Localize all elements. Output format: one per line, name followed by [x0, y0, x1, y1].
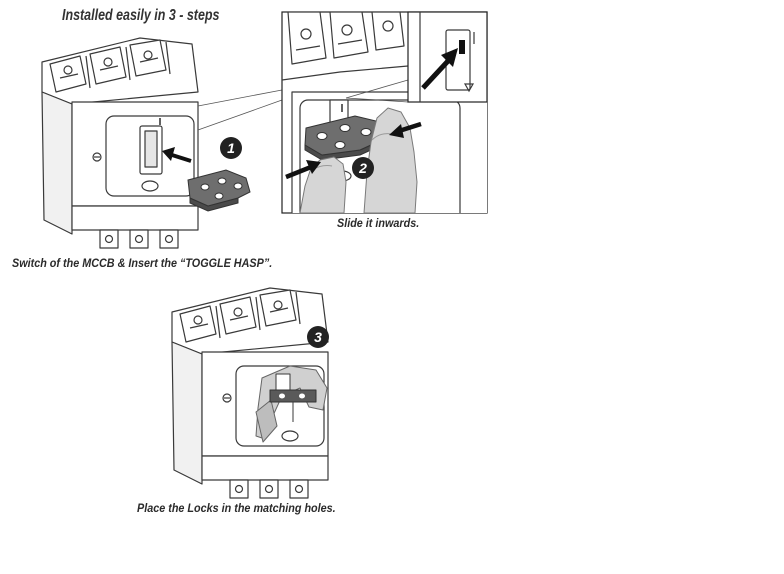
padlock-body [255, 399, 278, 443]
push-left-arrow-icon [389, 121, 422, 138]
mccb-left-side [41, 91, 73, 235]
mccb-base [201, 455, 329, 481]
toggle-inset [407, 11, 488, 103]
step-1-caption: Switch of the MCCB & Insert the “TOGGLE … [12, 256, 273, 270]
step-badge-1: 1 [220, 137, 242, 159]
panel-hasp-plate [304, 115, 383, 161]
push-right-arrow-icon [285, 160, 321, 180]
slide-arrow-icon [421, 48, 458, 90]
mccb-step3-illustration [171, 287, 329, 499]
padlocks-and-hasp [255, 365, 328, 443]
inset-triangle-mark [463, 83, 475, 93]
mccb-base [71, 205, 199, 231]
push-to-trip-button [141, 180, 159, 192]
zoom-lines [197, 89, 283, 131]
hasp-plate [269, 389, 317, 403]
push-to-trip-button [281, 430, 299, 442]
page-title: Installed easily in 3 - steps [62, 7, 220, 24]
mccb-step1-illustration [41, 37, 199, 249]
mccb-left-side [171, 341, 203, 485]
step-2-caption: Slide it inwards. [337, 216, 420, 230]
step-3-caption: Place the Locks in the matching holes. [137, 501, 336, 515]
toggle-grip [144, 130, 158, 168]
right-hand [363, 107, 418, 213]
inset-toggle-lever [459, 40, 465, 54]
svg-text:1: 1 [227, 140, 235, 156]
bottom-terminals [99, 229, 179, 249]
inset-zoom-lines [345, 79, 409, 103]
bottom-terminals [229, 479, 309, 499]
top-terminals [49, 39, 171, 93]
padlock-shackle [255, 365, 328, 439]
top-terminals [179, 289, 301, 343]
insert-arrow-icon [162, 147, 192, 163]
zoom-panel: 2 [281, 11, 488, 214]
step-badge-3: 3 [307, 326, 329, 348]
svg-text:2: 2 [358, 160, 367, 176]
panel-cover-edge [282, 65, 409, 81]
panel-terminals [287, 12, 405, 65]
svg-text:3: 3 [314, 329, 322, 345]
step-badge-2: 2 [352, 157, 374, 179]
toggle-hasp-plate [187, 169, 251, 212]
